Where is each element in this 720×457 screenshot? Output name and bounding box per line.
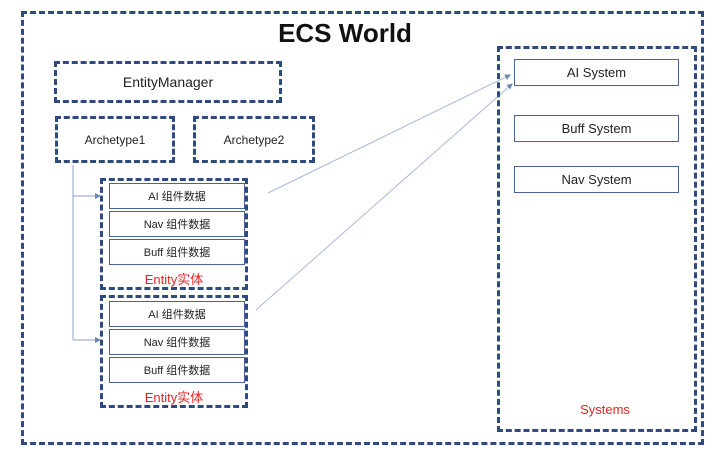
entity-box-1: AI 组件数据 Nav 组件数据 Buff 组件数据 Entity实体 — [100, 178, 248, 290]
world-title: ECS World — [278, 17, 412, 48]
entity-manager-label: EntityManager — [122, 74, 214, 90]
entity-box-2: AI 组件数据 Nav 组件数据 Buff 组件数据 Entity实体 — [100, 295, 248, 408]
archetype2-box: Archetype2 — [193, 116, 315, 163]
archetype2-label: Archetype2 — [223, 132, 285, 147]
archetype1-label: Archetype1 — [84, 132, 146, 147]
ecs-world-frame — [21, 11, 704, 445]
component-buff: Buff 组件数据 — [109, 239, 245, 265]
component-buff: Buff 组件数据 — [109, 357, 245, 383]
ai-system-box: AI System — [514, 59, 679, 86]
entity-manager-box: EntityManager — [54, 61, 282, 103]
component-ai: AI 组件数据 — [109, 301, 245, 327]
component-ai: AI 组件数据 — [109, 183, 245, 209]
component-nav: Nav 组件数据 — [109, 329, 245, 355]
component-nav: Nav 组件数据 — [109, 211, 245, 237]
entity-label: Entity实体 — [144, 390, 204, 405]
entity1-to-ai-system-arrow — [267, 74, 511, 194]
nav-system-box: Nav System — [514, 166, 679, 193]
entity2-to-ai-system-arrow — [255, 83, 513, 311]
archetype1-box: Archetype1 — [55, 116, 175, 163]
systems-label: Systems — [580, 401, 630, 417]
entity-label: Entity实体 — [144, 272, 204, 287]
systems-box — [497, 46, 697, 432]
buff-system-box: Buff System — [514, 115, 679, 142]
